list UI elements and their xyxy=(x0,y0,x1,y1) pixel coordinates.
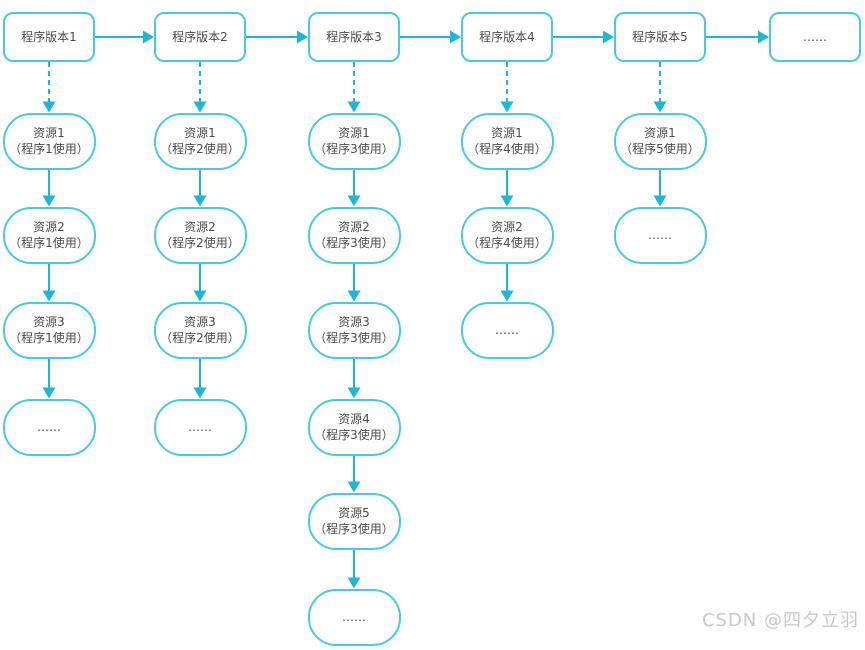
edge-resource-arrow xyxy=(42,263,56,302)
version-node: 程序版本4 xyxy=(461,12,553,62)
resource-node: 资源2 （程序1使用） xyxy=(2,206,96,264)
watermark: CSDN @四夕立羽 xyxy=(701,610,859,631)
edge-version-arrow xyxy=(95,30,154,44)
resource-node: 资源3 （程序2使用） xyxy=(153,301,247,359)
node-label: …… xyxy=(495,322,519,337)
node-label: 资源2 xyxy=(338,219,370,234)
node-label: （程序2使用） xyxy=(160,236,240,250)
edge-version-arrow xyxy=(400,30,461,44)
node-label: （程序3使用） xyxy=(314,142,394,156)
resource-node: 资源3 （程序3使用） xyxy=(307,301,401,359)
edge-resource-arrow xyxy=(193,263,207,302)
node-label: （程序1使用） xyxy=(9,142,89,156)
edge-version-arrow xyxy=(246,30,308,44)
resource-node: 资源1 （程序3使用） xyxy=(307,112,401,170)
node-label: （程序2使用） xyxy=(160,331,240,345)
node-label: 程序版本5 xyxy=(632,29,688,44)
node-label: 资源5 xyxy=(338,505,370,520)
node-label: …… xyxy=(648,227,672,242)
edge-version-arrow xyxy=(706,30,769,44)
node-label: 资源4 xyxy=(338,411,370,426)
node-label: 程序版本4 xyxy=(479,29,535,44)
node-label: …… xyxy=(188,419,212,434)
resource-node: 资源2 （程序2使用） xyxy=(153,206,247,264)
node-label: （程序3使用） xyxy=(314,236,394,250)
resource-node: 资源2 （程序4使用） xyxy=(460,206,554,264)
node-label: 资源1 xyxy=(644,125,676,140)
resource-node: 资源1 （程序2使用） xyxy=(153,112,247,170)
edge-resource-arrow xyxy=(42,358,56,399)
resource-node: 资源2 （程序3使用） xyxy=(307,206,401,264)
ellipsis-resource-node: …… xyxy=(460,301,554,359)
edge-resource-arrow xyxy=(347,549,361,589)
node-label: 资源2 xyxy=(33,219,65,234)
edge-resource-arrow xyxy=(500,263,514,302)
node-label: （程序4使用） xyxy=(467,142,547,156)
node-label: （程序1使用） xyxy=(9,236,89,250)
edge-resource-arrow xyxy=(193,169,207,207)
edge-dashed-arrow xyxy=(500,62,514,113)
node-label: 资源3 xyxy=(184,314,216,329)
ellipsis-version-node: …… xyxy=(769,12,861,62)
node-label: （程序3使用） xyxy=(314,331,394,345)
node-label: （程序2使用） xyxy=(160,142,240,156)
edge-dashed-arrow xyxy=(42,62,56,113)
node-label: （程序1使用） xyxy=(9,331,89,345)
node-label: 资源3 xyxy=(338,314,370,329)
node-label: 资源2 xyxy=(184,219,216,234)
ellipsis-resource-node: …… xyxy=(153,398,247,456)
edge-resource-arrow xyxy=(347,358,361,399)
resource-node: 资源4 （程序3使用） xyxy=(307,398,401,456)
node-label: （程序5使用） xyxy=(620,142,700,156)
edge-resource-arrow xyxy=(347,169,361,207)
node-label: 程序版本3 xyxy=(326,29,382,44)
node-label: 程序版本1 xyxy=(21,29,77,44)
ellipsis-resource-node: …… xyxy=(307,588,401,646)
ellipsis-resource-node: …… xyxy=(2,398,96,456)
ellipsis-resource-node: …… xyxy=(613,206,707,264)
edge-dashed-arrow xyxy=(193,62,207,113)
edge-resource-arrow xyxy=(347,455,361,493)
edge-dashed-arrow xyxy=(653,62,667,113)
edge-version-arrow xyxy=(553,30,614,44)
node-label: （程序3使用） xyxy=(314,522,394,536)
node-label: …… xyxy=(342,609,366,624)
version-node: 程序版本2 xyxy=(154,12,246,62)
node-label: （程序4使用） xyxy=(467,236,547,250)
node-label: 资源2 xyxy=(491,219,523,234)
node-label: 资源1 xyxy=(338,125,370,140)
resource-node: 资源1 （程序4使用） xyxy=(460,112,554,170)
node-label: 资源3 xyxy=(33,314,65,329)
edge-resource-arrow xyxy=(347,263,361,302)
resource-node: 资源1 （程序1使用） xyxy=(2,112,96,170)
edge-resource-arrow xyxy=(193,358,207,399)
edge-dashed-arrow xyxy=(347,62,361,113)
node-label: 资源1 xyxy=(491,125,523,140)
resource-node: 资源1 （程序5使用） xyxy=(613,112,707,170)
node-label: …… xyxy=(803,29,827,44)
edge-resource-arrow xyxy=(42,169,56,207)
node-label: （程序3使用） xyxy=(314,428,394,442)
node-label: 资源1 xyxy=(184,125,216,140)
version-node: 程序版本3 xyxy=(308,12,400,62)
version-node: 程序版本5 xyxy=(614,12,706,62)
node-label: 资源1 xyxy=(33,125,65,140)
node-label: …… xyxy=(37,419,61,434)
resource-node: 资源5 （程序3使用） xyxy=(307,492,401,550)
version-node: 程序版本1 xyxy=(3,12,95,62)
edge-resource-arrow xyxy=(500,169,514,207)
resource-node: 资源3 （程序1使用） xyxy=(2,301,96,359)
node-label: 程序版本2 xyxy=(172,29,228,44)
edge-resource-arrow xyxy=(653,169,667,207)
